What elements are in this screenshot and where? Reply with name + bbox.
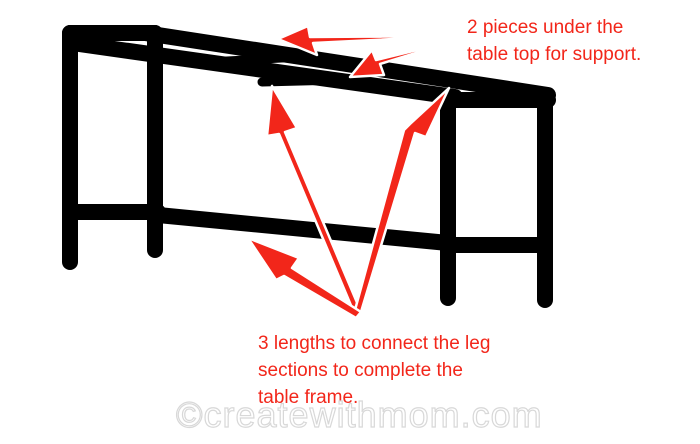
red-arrow-icon xyxy=(276,24,457,57)
red-arrow-icon xyxy=(353,86,451,314)
red-arrow-icon xyxy=(246,236,363,320)
annotation-connecting-lengths: 3 lengths to connect the leg sections to… xyxy=(258,333,491,408)
table-frame xyxy=(62,25,556,308)
red-arrow-icon xyxy=(348,38,460,79)
lower-rail-long xyxy=(150,207,456,251)
top-rail-back-diagonal xyxy=(137,25,556,103)
top-rail-front xyxy=(64,35,463,105)
watermark-text: ©createwithmom.com xyxy=(175,393,543,435)
annotation-support-pieces: 2 pieces under the table top for support… xyxy=(467,17,642,65)
support-piece-2 xyxy=(257,75,345,87)
support-piece-1 xyxy=(203,52,305,67)
red-arrow-icon xyxy=(265,84,363,317)
arrows xyxy=(246,24,460,320)
